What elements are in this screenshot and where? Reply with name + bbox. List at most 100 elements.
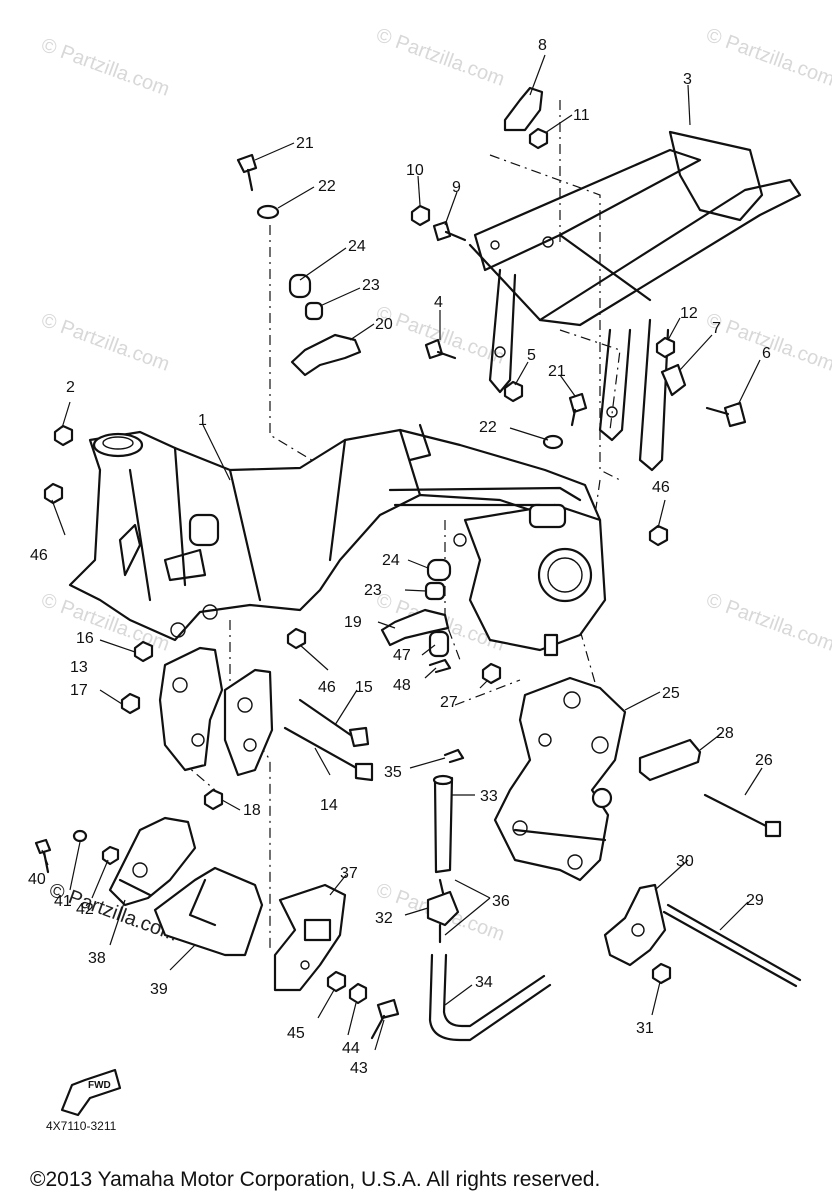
hardware <box>34 86 802 1040</box>
watermark: © Partzilla.com <box>703 589 832 656</box>
nut-10 <box>410 204 431 227</box>
callout-9: 9 <box>452 179 461 196</box>
bolt-21 <box>568 392 588 414</box>
callout-22-mid: 22 <box>479 419 497 436</box>
callout-19: 19 <box>344 614 362 631</box>
callout-28: 28 <box>716 725 734 742</box>
engine-mount-brackets <box>158 646 274 777</box>
bracket-7 <box>660 363 687 397</box>
collar-24 <box>288 273 312 299</box>
bolt-26 <box>703 793 772 830</box>
callout-46-center: 46 <box>318 679 336 696</box>
nut-16 <box>133 640 154 663</box>
callout-16: 16 <box>76 630 94 647</box>
callout-45: 45 <box>287 1025 305 1042</box>
nut-45 <box>326 970 347 993</box>
clamp-28 <box>638 738 702 782</box>
callout-26: 26 <box>755 752 773 769</box>
bracket-13 <box>158 646 224 772</box>
nut-42 <box>101 845 120 866</box>
bracket-20 <box>290 333 362 377</box>
callout-37: 37 <box>340 865 358 882</box>
collar-47 <box>428 630 450 658</box>
fwd-arrow: FWD <box>60 1068 122 1117</box>
fwd-label: FWD <box>88 1080 111 1091</box>
clip-35 <box>443 748 465 764</box>
rear-subframe <box>468 130 802 472</box>
nut-2 <box>53 424 74 447</box>
callout-27: 27 <box>440 694 458 711</box>
bolt-40 <box>34 838 52 855</box>
hose-34 <box>428 953 552 1042</box>
callout-6: 6 <box>762 345 771 362</box>
callout-21-mid: 21 <box>548 363 566 380</box>
nut-31 <box>651 962 672 985</box>
diagram-code: 4X7110-3211 <box>46 1119 117 1133</box>
watermark: © Partzilla.com <box>703 309 832 376</box>
callouts: 1 2 3 4 5 6 7 8 9 10 11 12 13 14 15 16 1… <box>28 37 773 1077</box>
watermark: © Partzilla.com <box>38 309 172 376</box>
callout-41: 41 <box>54 893 72 910</box>
callout-25: 25 <box>662 685 680 702</box>
callout-4: 4 <box>434 294 443 311</box>
callout-15: 15 <box>355 679 373 696</box>
callout-1: 1 <box>198 412 207 429</box>
bolt-6 <box>723 401 747 428</box>
damper-32 <box>426 890 460 927</box>
callout-39: 39 <box>150 981 168 998</box>
nut-27 <box>481 662 502 685</box>
nut-5 <box>503 380 524 403</box>
bolt-15 <box>298 698 357 740</box>
callout-3: 3 <box>683 71 692 88</box>
nut-17 <box>120 692 141 715</box>
nut-46 <box>43 482 64 505</box>
collar-24 <box>426 558 452 582</box>
callout-20: 20 <box>375 316 393 333</box>
nut-18 <box>203 788 224 811</box>
callout-30: 30 <box>676 853 694 870</box>
bolt-21 <box>236 153 258 174</box>
callout-47: 47 <box>393 647 411 664</box>
bracket-13b <box>223 668 274 777</box>
callout-36: 36 <box>492 893 510 910</box>
nut-11 <box>528 127 549 150</box>
callout-35: 35 <box>384 764 402 781</box>
callout-33: 33 <box>480 788 498 805</box>
callout-23-mid: 23 <box>364 582 382 599</box>
watermark: © Partzilla.com <box>373 24 507 91</box>
leader-lines <box>41 54 763 1051</box>
bracket-8 <box>503 86 544 132</box>
washer-22 <box>256 204 280 220</box>
callout-24-mid: 24 <box>382 552 400 569</box>
watermark: © Partzilla.com <box>38 34 172 101</box>
callout-29: 29 <box>746 892 764 909</box>
callout-40: 40 <box>28 871 46 888</box>
callout-18: 18 <box>243 802 261 819</box>
nut-12 <box>655 336 676 359</box>
callout-22-top: 22 <box>318 178 336 195</box>
shaft-29 <box>666 903 802 982</box>
callout-34: 34 <box>475 974 493 991</box>
main-frame <box>68 423 607 657</box>
watermark: © Partzilla.com <box>703 24 832 91</box>
cover-39 <box>153 866 264 957</box>
collar-23 <box>424 581 446 601</box>
copyright: ©2013 Yamaha Motor Corporation, U.S.A. A… <box>30 1168 600 1191</box>
washer-22 <box>542 434 564 450</box>
nut-46 <box>648 524 669 547</box>
callout-32: 32 <box>375 910 393 927</box>
bracket-30-hole <box>631 923 645 937</box>
callout-5: 5 <box>527 347 536 364</box>
bolt-43 <box>376 998 400 1020</box>
callout-38: 38 <box>88 950 106 967</box>
collar-23 <box>304 301 324 321</box>
nut-46 <box>286 627 307 650</box>
pivot-bracket-25 <box>493 676 627 882</box>
bolt-9 <box>432 220 452 242</box>
bolt-14 <box>283 726 362 772</box>
callout-7: 7 <box>712 320 721 337</box>
callout-46-right: 46 <box>652 479 670 496</box>
nut-44 <box>348 982 368 1005</box>
clip-48 <box>428 658 452 674</box>
